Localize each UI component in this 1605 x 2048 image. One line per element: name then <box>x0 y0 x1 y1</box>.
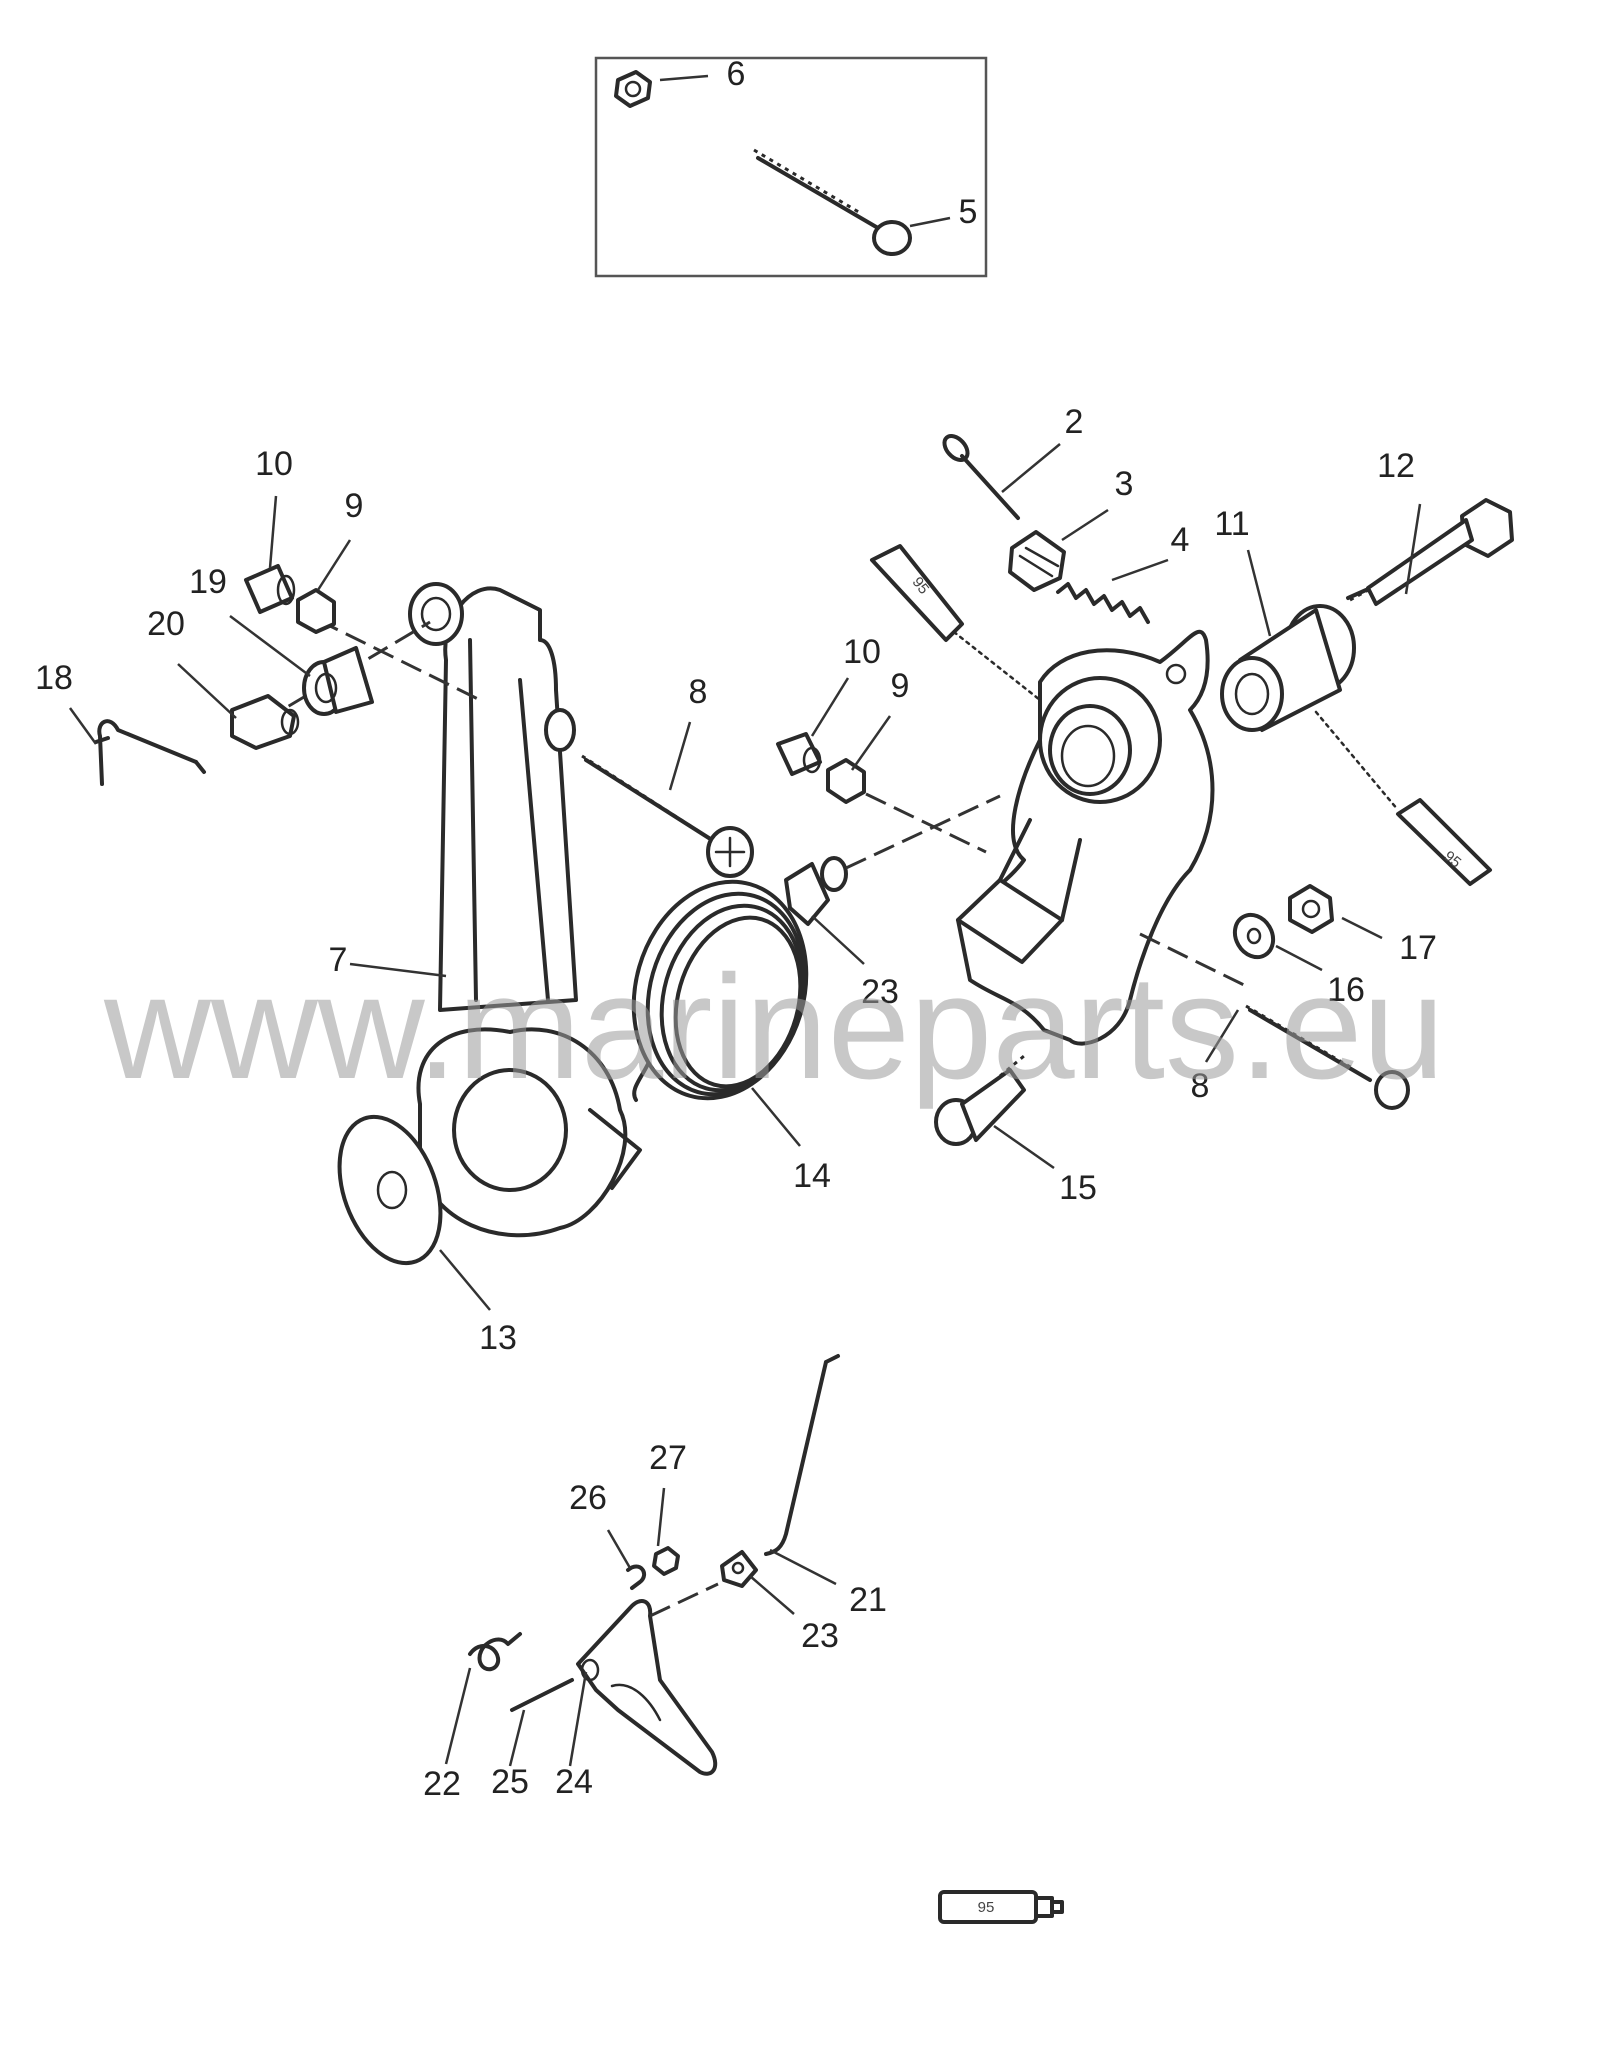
part-23-clip-mid <box>784 794 1001 926</box>
callout-10-mid: 10 <box>843 633 881 671</box>
callout-19: 19 <box>189 563 227 601</box>
callout-6: 6 <box>727 55 746 93</box>
callout-8-left: 8 <box>689 673 708 711</box>
callout-22: 22 <box>423 1765 461 1803</box>
callout-10-left: 10 <box>255 445 293 483</box>
callout-23-bottom: 23 <box>801 1617 839 1655</box>
part-23-clip-bottom <box>720 1550 758 1588</box>
leader-lines <box>68 74 1422 1767</box>
callout-11: 11 <box>1214 505 1249 543</box>
callout-4: 4 <box>1171 521 1190 559</box>
part-14-spring <box>631 879 809 1102</box>
callout-8-right: 8 <box>1191 1067 1210 1105</box>
callout-2: 2 <box>1065 403 1084 441</box>
callout-labels: 6 5 2 3 4 12 11 10 9 19 20 18 8 10 9 7 2… <box>35 55 1437 1803</box>
part-9-nut-mid <box>826 758 987 854</box>
inset-box <box>594 56 988 278</box>
part-13-washer <box>337 1114 443 1266</box>
part-27-nut <box>652 1546 680 1576</box>
part-25-pin <box>510 1678 574 1712</box>
part-22-spring <box>468 1632 522 1672</box>
part-11-bushing <box>1220 604 1356 732</box>
watermark-text: www.marineparts.eu <box>103 945 1445 1110</box>
callout-24: 24 <box>555 1763 593 1801</box>
sealant-tube-top: 95 <box>870 544 1042 702</box>
callout-20: 20 <box>147 605 185 643</box>
callout-26: 26 <box>569 1479 607 1517</box>
callout-15: 15 <box>1059 1169 1097 1207</box>
svg-text:95: 95 <box>978 1899 995 1916</box>
part-8-screw-left <box>581 754 754 878</box>
callout-7: 7 <box>329 941 348 979</box>
part-12-bolt <box>1346 498 1514 606</box>
part-26-clip <box>626 1564 647 1590</box>
callout-5: 5 <box>959 193 978 231</box>
part-3-nut <box>1008 530 1066 592</box>
callout-12: 12 <box>1377 447 1415 485</box>
part-20-clip <box>230 694 300 750</box>
part-17-nut <box>1288 884 1334 934</box>
part-10-bushing-mid <box>776 732 822 776</box>
part-18-link <box>94 719 206 786</box>
part-16-washer <box>1232 912 1276 960</box>
part-24-lever <box>576 1582 719 1776</box>
part-9-nut-left <box>296 588 336 634</box>
callout-27: 27 <box>649 1439 687 1477</box>
callout-14: 14 <box>793 1157 831 1195</box>
part-4-spring <box>1056 582 1150 624</box>
callout-17: 17 <box>1399 929 1437 967</box>
callout-18: 18 <box>35 659 73 697</box>
sealant-tube-right: 95 <box>1314 710 1492 886</box>
part-6-nut <box>614 70 652 108</box>
svg-text:95: 95 <box>909 574 933 598</box>
part-8-screw-right <box>1245 1004 1410 1110</box>
callout-9-left: 9 <box>345 487 364 525</box>
callout-13: 13 <box>479 1319 517 1357</box>
callout-25: 25 <box>491 1763 529 1801</box>
callout-23-mid: 23 <box>861 973 899 1011</box>
sealant-tube-legend: 95 <box>938 1890 1064 1924</box>
part-19-grommet <box>302 646 374 716</box>
part-21-rod <box>764 1354 840 1556</box>
right-bracket <box>956 629 1247 1046</box>
callout-3: 3 <box>1115 465 1134 503</box>
callout-16: 16 <box>1327 971 1365 1009</box>
part-10-bushing-left <box>244 564 296 614</box>
part-7-lever <box>261 582 642 1238</box>
callout-21: 21 <box>849 1581 887 1619</box>
part-5-screw <box>753 148 912 256</box>
callout-9-mid: 9 <box>891 667 910 705</box>
part-15-pin <box>934 1054 1026 1146</box>
part-2-screw <box>942 433 1020 520</box>
